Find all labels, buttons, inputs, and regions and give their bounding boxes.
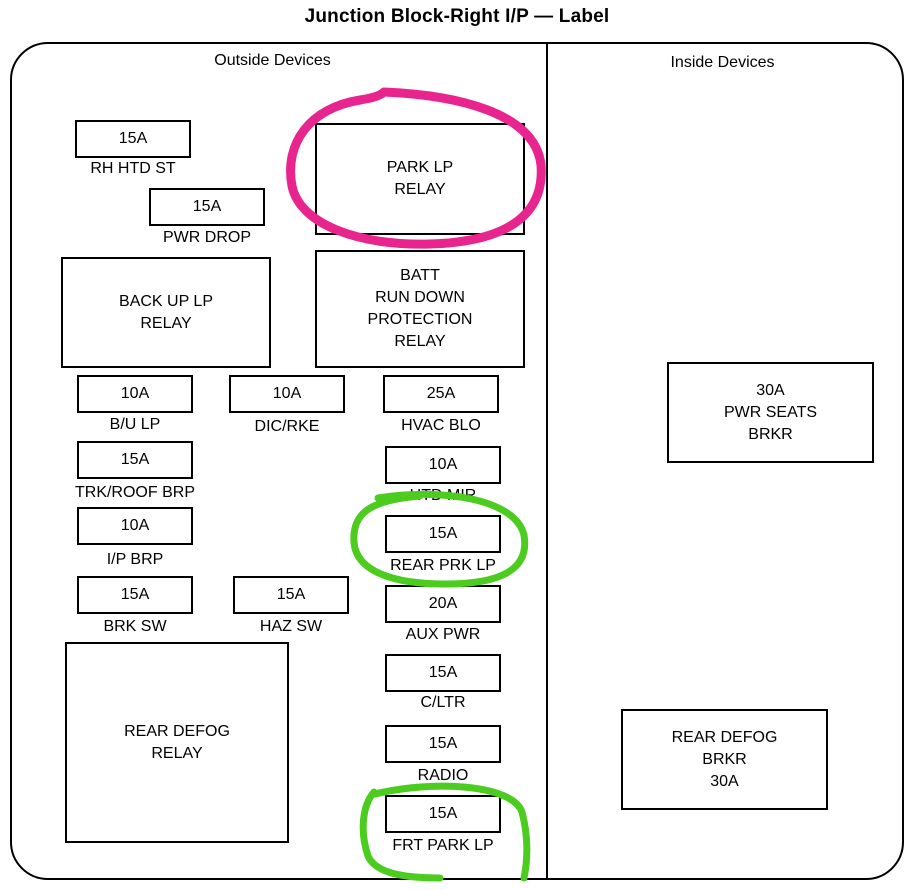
fuse-label-c-ltr: C/LTR: [420, 694, 466, 711]
rear-defog-relay-label: REAR DEFOG RELAY: [124, 722, 230, 762]
fuse-radio: 15A: [385, 725, 501, 763]
fuse-label-ip-brp: I/P BRP: [106, 551, 164, 568]
fuse-rh-htd-st: 15A: [75, 120, 191, 158]
fuse-rating: 15A: [428, 735, 458, 752]
batt-run-down-relay-label: BATT RUN DOWN PROTECTION RELAY: [367, 267, 473, 350]
fuse-rating: 20A: [428, 595, 458, 612]
fuse-rear-prk-lp: 15A: [385, 515, 501, 553]
pwr-seats-breaker-label: 30A PWR SEATS BRKR: [723, 381, 818, 443]
fuse-rating: 10A: [120, 385, 150, 402]
fuse-label-frt-park-lp: FRT PARK LP: [392, 837, 494, 854]
fuse-bu-lp: 10A: [77, 375, 193, 413]
fuse-aux-pwr: 20A: [385, 585, 501, 623]
fuse-trk-roof-brp: 15A: [77, 441, 193, 479]
fuse-rating: 10A: [272, 385, 302, 402]
fuse-rating: 15A: [192, 198, 222, 215]
fuse-label-trk-roof-brp: TRK/ROOF BRP: [74, 484, 195, 501]
fuse-label-htd-mir: HTD MIR: [409, 487, 477, 504]
fuse-ip-brp: 10A: [77, 507, 193, 545]
back-up-lp-relay: BACK UP LP RELAY: [61, 257, 271, 368]
fuse-rating: 10A: [428, 456, 458, 473]
outside-devices-label: Outside Devices: [214, 52, 331, 69]
rear-defog-breaker-label: REAR DEFOG BRKR 30A: [671, 728, 778, 790]
fuse-c-ltr: 15A: [385, 654, 501, 692]
back-up-lp-relay-label: BACK UP LP RELAY: [119, 292, 213, 332]
fuse-label-aux-pwr: AUX PWR: [405, 626, 481, 643]
fuse-label-radio: RADIO: [417, 767, 469, 784]
fuse-label-rear-prk-lp: REAR PRK LP: [390, 557, 496, 574]
fuse-label-bu-lp: B/U LP: [109, 416, 161, 433]
fuse-label-pwr-drop: PWR DROP: [163, 229, 251, 246]
fuse-rating: 15A: [276, 586, 306, 603]
inside-devices-label: Inside Devices: [670, 54, 775, 71]
fuse-label-haz-sw: HAZ SW: [259, 618, 323, 635]
fuse-rating: 15A: [120, 451, 150, 468]
fuse-rating: 15A: [428, 805, 458, 822]
fuse-htd-mir: 10A: [385, 446, 501, 484]
fuse-rating: 15A: [428, 664, 458, 681]
fuse-label-rh-htd-st: RH HTD ST: [90, 160, 176, 177]
rear-defog-relay: REAR DEFOG RELAY: [65, 642, 289, 843]
fuse-haz-sw: 15A: [233, 576, 349, 614]
fuse-rating: 15A: [118, 130, 148, 147]
fuse-rating: 15A: [428, 525, 458, 542]
park-lp-relay-label: PARK LP RELAY: [386, 159, 454, 198]
fuse-label-hvac-blo: HVAC BLO: [401, 417, 481, 434]
fuse-dic-rke: 10A: [229, 375, 345, 413]
section-divider: [546, 43, 548, 879]
fuse-pwr-drop: 15A: [149, 188, 265, 226]
diagram-title: Junction Block-Right I/P — Label: [304, 6, 610, 27]
fuse-rating: 25A: [426, 385, 456, 402]
fuse-hvac-blo: 25A: [383, 375, 499, 413]
fuse-rating: 15A: [120, 586, 150, 603]
fuse-label-brk-sw: BRK SW: [103, 618, 167, 635]
park-lp-relay: PARK LP RELAY: [315, 123, 525, 235]
rear-defog-breaker: REAR DEFOG BRKR 30A: [621, 709, 828, 810]
fuse-rating: 10A: [120, 517, 150, 534]
fuse-frt-park-lp: 15A: [385, 795, 501, 833]
batt-run-down-protection-relay: BATT RUN DOWN PROTECTION RELAY: [315, 250, 525, 368]
pwr-seats-breaker: 30A PWR SEATS BRKR: [667, 362, 874, 463]
fuse-label-dic-rke: DIC/RKE: [254, 418, 320, 435]
fuse-brk-sw: 15A: [77, 576, 193, 614]
